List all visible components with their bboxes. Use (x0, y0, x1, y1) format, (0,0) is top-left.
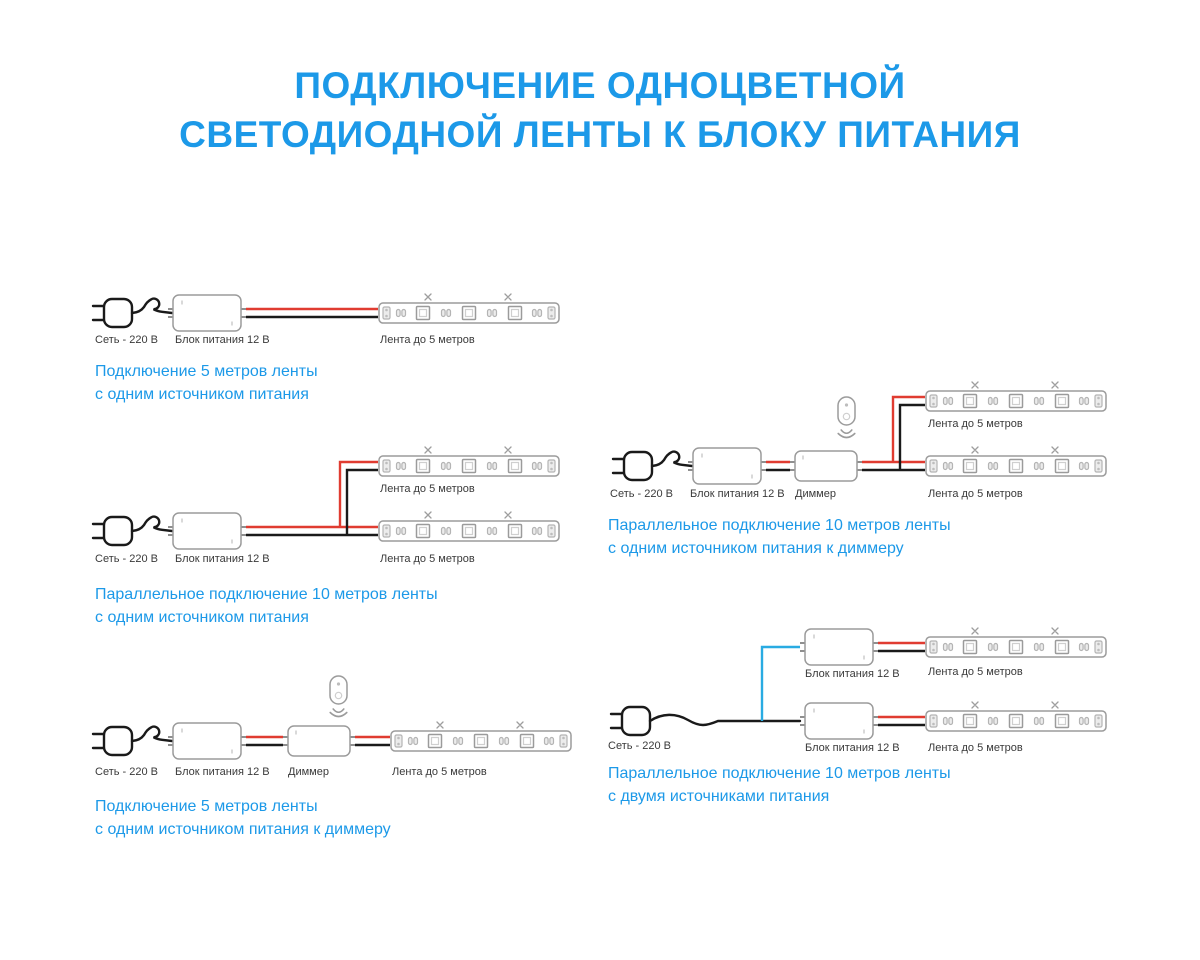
led-strip-icon (378, 293, 560, 324)
dimmer-icon (282, 725, 356, 757)
power-supply-icon (167, 722, 247, 760)
caption-line2: с одним источником питания (95, 609, 309, 627)
dimmer-label: Диммер (288, 766, 329, 778)
power-cord (648, 713, 802, 727)
dimmer-icon (789, 450, 863, 482)
diagram-1-caption: Подключение 5 метров ленты с одним источ… (95, 360, 318, 406)
psu-label: Блок питания 12 В (805, 742, 900, 754)
mains-label: Сеть - 220 В (608, 740, 671, 752)
caption-line2: с одним источником питания (95, 386, 309, 404)
power-cord (130, 515, 174, 533)
diagram-3 (91, 675, 572, 760)
psu-label: Блок питания 12 В (175, 766, 270, 778)
diagram-2-caption: Параллельное подключение 10 метров ленты… (95, 583, 438, 629)
caption-line2: с двумя источниками питания (608, 788, 830, 806)
caption-line1: Параллельное подключение 10 метров ленты (95, 586, 438, 603)
psu-label: Блок питания 12 В (690, 488, 785, 500)
caption-line1: Параллельное подключение 10 метров ленты (608, 765, 951, 782)
caption-line1: Подключение 5 метров ленты (95, 363, 318, 380)
blue-wire-branch (760, 645, 800, 721)
mains-label: Сеть - 220 В (95, 766, 158, 778)
strip-label: Лента до 5 метров (928, 488, 1023, 500)
page-title: ПОДКЛЮЧЕНИЕ ОДНОЦВЕТНОЙ СВЕТОДИОДНОЙ ЛЕН… (0, 62, 1200, 160)
caption-line1: Подключение 5 метров ленты (95, 798, 318, 815)
black-wire-branch (898, 403, 925, 470)
diagram-2 (91, 446, 560, 550)
psu-label: Блок питания 12 В (175, 334, 270, 346)
diagram-5-caption: Параллельное подключение 10 метров ленты… (608, 762, 951, 808)
strip-label: Лента до 5 метров (928, 666, 1023, 678)
red-wire-branch (891, 395, 925, 462)
power-cord (650, 450, 694, 468)
led-strip-icon (378, 511, 560, 542)
page-title-line1: ПОДКЛЮЧЕНИЕ ОДНОЦВЕТНОЙ (294, 65, 906, 106)
led-strip-icon (925, 627, 1107, 658)
dimmer-label: Диммер (795, 488, 836, 500)
mains-label: Сеть - 220 В (610, 488, 673, 500)
led-strip-icon (925, 381, 1107, 412)
power-cord (130, 297, 174, 315)
diagram-5 (609, 627, 1107, 740)
strip-label: Лента до 5 метров (380, 483, 475, 495)
strip-label: Лента до 5 метров (380, 334, 475, 346)
remote-control-icon (329, 675, 348, 718)
plug-icon (609, 705, 652, 737)
diagram-1 (91, 293, 560, 332)
psu-label: Блок питания 12 В (805, 668, 900, 680)
psu-label: Блок питания 12 В (175, 553, 270, 565)
mains-label: Сеть - 220 В (95, 553, 158, 565)
diagram-4-caption: Параллельное подключение 10 метров ленты… (608, 514, 951, 560)
mains-label: Сеть - 220 В (95, 334, 158, 346)
plug-icon (91, 297, 134, 329)
caption-line2: с одним источником питания к диммеру (608, 540, 904, 558)
caption-line1: Параллельное подключение 10 метров ленты (608, 517, 951, 534)
black-wire-branch (345, 468, 378, 535)
diagram-3-caption: Подключение 5 метров ленты с одним источ… (95, 795, 391, 841)
remote-control-icon (837, 396, 856, 439)
strip-label: Лента до 5 метров (392, 766, 487, 778)
led-strip-icon (925, 446, 1107, 477)
power-supply-icon (167, 512, 247, 550)
power-supply-icon (687, 447, 767, 485)
led-strip-icon (925, 701, 1107, 732)
strip-label: Лента до 5 метров (928, 418, 1023, 430)
power-cord (130, 725, 174, 743)
plug-icon (91, 515, 134, 547)
diagram-4 (611, 381, 1107, 485)
power-supply-icon (799, 702, 879, 740)
plug-icon (91, 725, 134, 757)
power-supply-icon (799, 628, 879, 666)
strip-label: Лента до 5 метров (928, 742, 1023, 754)
strip-label: Лента до 5 метров (380, 553, 475, 565)
caption-line2: с одним источником питания к диммеру (95, 821, 391, 839)
red-wire-branch (338, 460, 378, 527)
led-strip-icon (378, 446, 560, 477)
plug-icon (611, 450, 654, 482)
page-title-line2: СВЕТОДИОДНОЙ ЛЕНТЫ К БЛОКУ ПИТАНИЯ (179, 113, 1021, 155)
power-supply-icon (167, 294, 247, 332)
led-strip-icon (390, 721, 572, 752)
